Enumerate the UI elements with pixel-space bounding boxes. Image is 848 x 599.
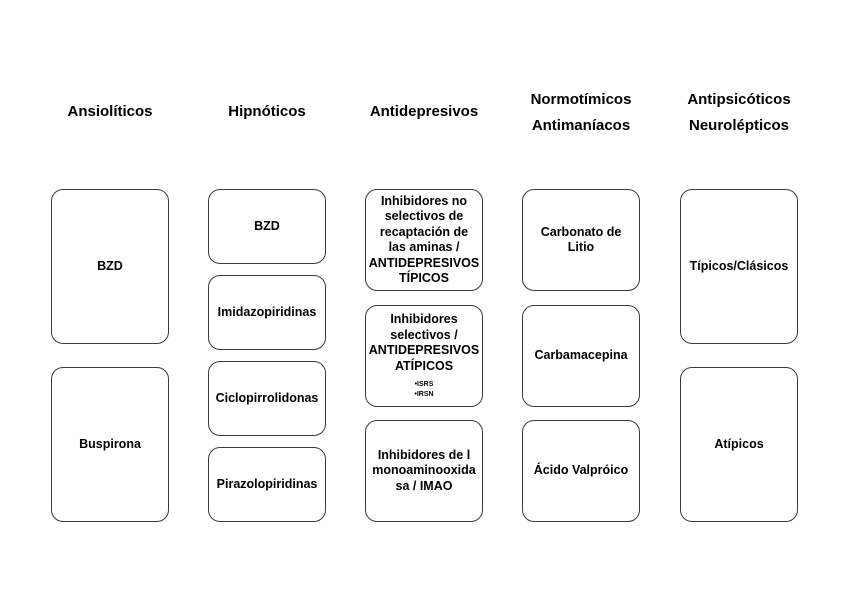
box-carbonato-de-litio: Carbonato de Litio xyxy=(522,189,640,291)
header-line: Normotímicos xyxy=(530,91,632,108)
box-line: monoaminooxida xyxy=(372,463,476,478)
bullet-item: IRSN xyxy=(414,390,434,400)
box-hipnoticos-bzd: BZD xyxy=(208,189,326,264)
box-line: TÍPICOS xyxy=(398,271,449,285)
box-line: Pirazolopiridinas xyxy=(216,476,318,491)
column-header-antidepresivos: Antidepresivos xyxy=(359,99,489,125)
box-line: Carbonato de xyxy=(540,224,622,239)
box-line: Ciclopirrolidonas xyxy=(215,390,319,405)
box-ciclopirrolidonas: Ciclopirrolidonas xyxy=(208,361,326,436)
box-imao: Inhibidores de l monoaminooxida sa / IMA… xyxy=(365,420,483,522)
box-line: Típicos/Clásicos xyxy=(689,258,789,273)
box-line: ANTIDEPRESIVOS xyxy=(368,343,480,357)
box-line: Carbamacepina xyxy=(534,348,628,363)
box-line: Inhibidores no xyxy=(380,193,468,208)
column-header-antipsicoticos: Antipsicóticos Neurolépticos xyxy=(674,87,804,139)
box-antidepresivos-atipicos: Inhibidores selectivos / ANTIDEPRESIVOS … xyxy=(365,305,483,407)
bullet-list: ISRS IRSN xyxy=(414,380,434,400)
box-line: Ácido Valpróico xyxy=(533,463,629,478)
column-header-hipnoticos: Hipnóticos xyxy=(207,99,327,125)
column-header-normotimicos: Normotímicos Antimaníacos xyxy=(516,87,646,139)
box-pirazolopiridinas: Pirazolopiridinas xyxy=(208,447,326,522)
box-line: BZD xyxy=(254,218,280,233)
box-line: selectivos de xyxy=(384,209,464,223)
box-imidazopiridinas: Imidazopiridinas xyxy=(208,275,326,350)
box-line: Inhibidores de l xyxy=(377,447,471,462)
box-line: sa / IMAO xyxy=(395,478,453,493)
box-line: BZD xyxy=(97,258,123,273)
box-line: ANTIDEPRESIVOS xyxy=(368,255,480,270)
column-header-ansioliticos: Ansiolíticos xyxy=(50,99,170,125)
box-line: Imidazopiridinas xyxy=(217,304,317,319)
box-ansioliticos-bzd: BZD xyxy=(51,189,169,344)
header-line: Neurolépticos xyxy=(688,117,790,134)
box-line: Litio xyxy=(567,240,595,254)
box-acido-valproico: Ácido Valpróico xyxy=(522,420,640,522)
box-tipicos-clasicos: Típicos/Clásicos xyxy=(680,189,798,344)
box-buspirona: Buspirona xyxy=(51,367,169,522)
box-line: las aminas / xyxy=(388,240,460,254)
box-antidepresivos-tipicos: Inhibidores no selectivos de recaptación… xyxy=(365,189,483,291)
header-line: Antipsicóticos xyxy=(687,91,791,108)
box-line: Buspirona xyxy=(79,436,141,451)
box-line: recaptación de xyxy=(379,224,469,239)
header-line: Ansiolíticos xyxy=(67,103,153,120)
box-line: selectivos / xyxy=(390,327,458,342)
box-atipicos: Atípicos xyxy=(680,367,798,522)
box-line: Atípicos xyxy=(714,436,764,451)
bullet-item: ISRS xyxy=(414,380,433,390)
box-carbamacepina: Carbamacepina xyxy=(522,305,640,407)
header-line: Antidepresivos xyxy=(369,103,479,120)
header-line: Hipnóticos xyxy=(228,103,306,120)
box-line: Inhibidores xyxy=(390,312,458,326)
header-line: Antimaníacos xyxy=(531,117,631,134)
box-line: ATÍPICOS xyxy=(394,358,454,373)
